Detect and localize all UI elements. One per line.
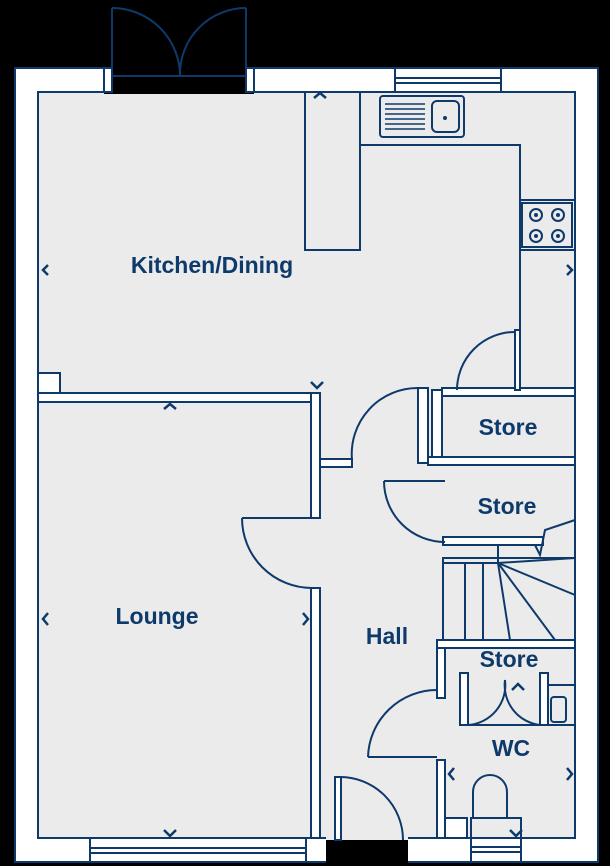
room-label-wc: WC xyxy=(492,735,530,761)
kitchen-door[interactable] xyxy=(350,386,419,461)
basin-icon xyxy=(547,684,576,726)
staircase xyxy=(442,519,576,641)
window-bottom-wc xyxy=(470,837,522,863)
kitchen-units xyxy=(304,91,575,388)
room-label-store-3: Store xyxy=(480,646,539,672)
window-top xyxy=(394,67,502,93)
hob-icon xyxy=(521,202,573,248)
room-label-lounge: Lounge xyxy=(115,603,198,629)
room-label-store-2: Store xyxy=(478,493,537,519)
sink-icon xyxy=(379,95,465,138)
store3-doors[interactable] xyxy=(467,679,541,726)
french-doors[interactable] xyxy=(103,7,255,94)
window-bottom-lounge xyxy=(89,837,307,863)
front-door[interactable] xyxy=(326,776,408,866)
room-label-kitchen-dining: Kitchen/Dining xyxy=(131,252,293,278)
room-label-store-1: Store xyxy=(479,414,538,440)
room-label-hall: Hall xyxy=(366,623,408,649)
lounge-door[interactable] xyxy=(241,517,313,589)
wc-door[interactable] xyxy=(367,689,438,758)
pillar xyxy=(37,372,61,394)
pillar xyxy=(444,817,468,839)
chevron-icons xyxy=(41,91,574,838)
interior-walls xyxy=(37,329,576,839)
store2-door[interactable] xyxy=(383,480,446,543)
toilet-icon xyxy=(470,774,522,839)
store1-door[interactable] xyxy=(456,331,516,391)
